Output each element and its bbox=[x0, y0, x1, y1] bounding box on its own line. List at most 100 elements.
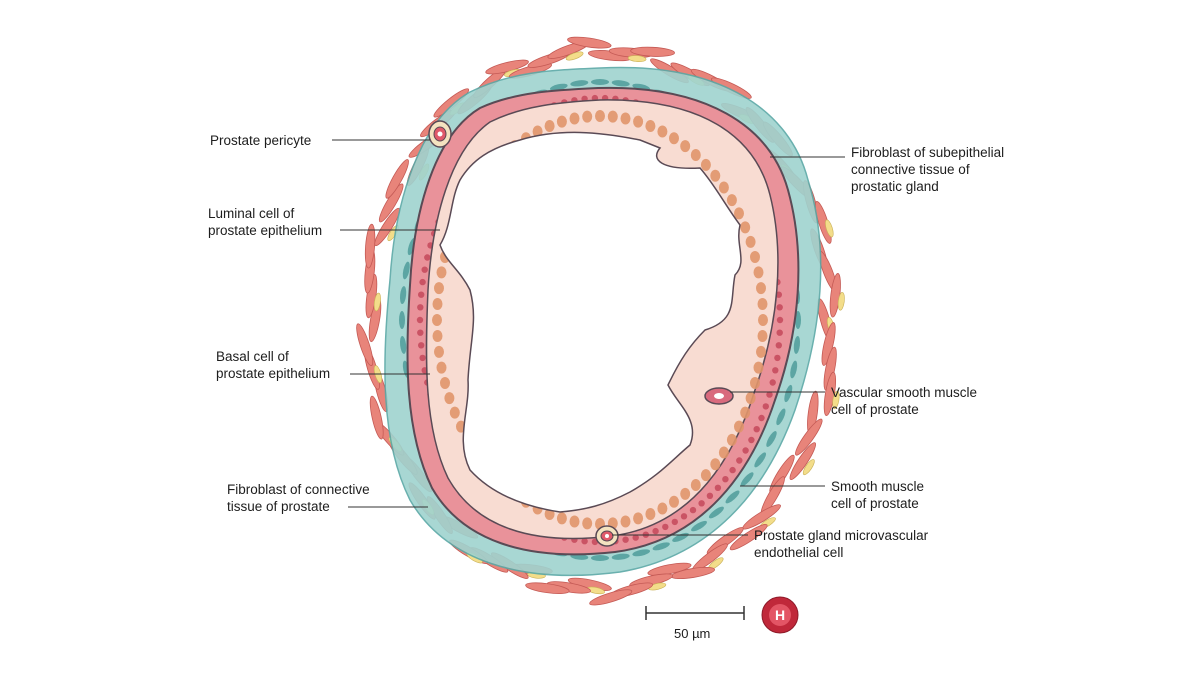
luminal-cell-nucleus bbox=[556, 115, 567, 128]
smooth-muscle-cell bbox=[630, 46, 675, 57]
luminal-cell-nucleus bbox=[633, 512, 644, 525]
stroma-cell bbox=[691, 520, 707, 532]
luminal-cell-nucleus bbox=[432, 314, 442, 326]
fibroblast-cell bbox=[837, 292, 845, 311]
basal-cell-nucleus bbox=[652, 527, 659, 535]
luminal-cell-nucleus bbox=[753, 266, 764, 279]
luminal-cell-nucleus bbox=[556, 512, 567, 525]
label-prostate-pericyte: Prostate pericyte bbox=[210, 133, 312, 148]
stroma-cell bbox=[652, 542, 670, 551]
luminal-cell-nucleus bbox=[690, 149, 701, 161]
smooth-muscle-cell bbox=[356, 323, 374, 367]
basal-cell-nucleus bbox=[776, 329, 783, 336]
basal-cell-nucleus bbox=[419, 354, 426, 362]
luminal-cell-nucleus bbox=[756, 345, 766, 358]
luminal-cell-nucleus bbox=[740, 221, 751, 234]
stroma-cell bbox=[399, 335, 407, 354]
luminal-cell-nucleus bbox=[595, 110, 605, 122]
fibroblast-cell bbox=[565, 51, 584, 61]
stroma-cell bbox=[708, 506, 724, 519]
smooth-muscle-cell bbox=[525, 582, 570, 594]
label-smooth-muscle: Smooth muscle cell of prostate bbox=[831, 479, 925, 511]
stroma-cell bbox=[611, 553, 630, 560]
stroma-cell bbox=[793, 335, 801, 354]
blood-vessels bbox=[428, 120, 734, 547]
stroma-cell bbox=[754, 452, 767, 468]
luminal-cell-nucleus bbox=[436, 361, 447, 374]
luminal-cell-nucleus bbox=[657, 502, 668, 515]
luminal-cell-nucleus bbox=[718, 181, 729, 194]
basal-cell-nucleus bbox=[722, 476, 729, 483]
scale-bar bbox=[645, 606, 745, 620]
label-luminal-cell: Luminal cell of prostate epithelium bbox=[208, 206, 323, 238]
basal-cell-nucleus bbox=[417, 304, 424, 311]
basal-cell-nucleus bbox=[766, 391, 773, 398]
basal-cell-nucleus bbox=[714, 484, 722, 491]
smooth-muscle-cell bbox=[385, 159, 409, 199]
label-basal-cell: Basal cell of prostate epithelium bbox=[216, 349, 331, 381]
scale-bar-label: 50 µm bbox=[674, 626, 711, 641]
smooth-muscle-cell bbox=[729, 523, 768, 551]
basal-cell-nucleus bbox=[698, 500, 705, 507]
basal-cell-nucleus bbox=[689, 506, 697, 514]
smooth-muscle-cell bbox=[369, 395, 384, 440]
basal-cell-nucleus bbox=[581, 538, 588, 545]
basal-cell-nucleus bbox=[776, 304, 783, 311]
luminal-cell-nucleus bbox=[740, 406, 751, 419]
luminal-cell-nucleus bbox=[432, 298, 443, 310]
basal-cell-nucleus bbox=[418, 342, 425, 349]
luminal-cell-nucleus bbox=[569, 515, 580, 528]
stroma-cell bbox=[725, 490, 740, 504]
luminal-cell-nucleus bbox=[750, 251, 760, 263]
smooth-muscle-cell bbox=[378, 183, 404, 223]
fibroblast-cell bbox=[802, 459, 815, 476]
luminal-cell-nucleus bbox=[757, 330, 768, 342]
luminal-cell-nucleus bbox=[734, 207, 744, 220]
basal-cell-nucleus bbox=[706, 492, 714, 499]
stroma-cell bbox=[740, 472, 754, 487]
stroma-cell bbox=[549, 83, 568, 91]
basal-cell-nucleus bbox=[419, 278, 426, 286]
stroma-cell bbox=[399, 286, 407, 305]
luminal-cell-nucleus bbox=[750, 377, 760, 389]
luminal-cell-nucleus bbox=[680, 140, 691, 153]
stroma-cell bbox=[776, 408, 786, 426]
fibroblast-cell bbox=[627, 55, 647, 62]
luminal-cell-nucleus bbox=[734, 420, 744, 433]
luminal-cell-nucleus bbox=[700, 469, 711, 482]
smooth-muscle-cell bbox=[789, 442, 817, 480]
fibroblast-cell bbox=[825, 219, 834, 238]
fibroblast-cell bbox=[832, 390, 840, 410]
basal-cell-nucleus bbox=[748, 436, 755, 444]
luminal-cell-nucleus bbox=[657, 125, 668, 138]
luminal-cell-nucleus bbox=[758, 314, 768, 326]
luminal-cell-nucleus bbox=[633, 115, 644, 128]
basal-cell-nucleus bbox=[417, 329, 424, 336]
basal-cell-nucleus bbox=[774, 354, 781, 362]
luminal-cell-nucleus bbox=[645, 120, 656, 132]
luminal-cell-nucleus bbox=[444, 392, 455, 405]
luminal-cell-nucleus bbox=[436, 266, 447, 279]
basal-cell-nucleus bbox=[418, 291, 425, 298]
smooth-muscle-cell bbox=[567, 36, 612, 49]
basal-cell-nucleus bbox=[772, 367, 779, 374]
luminal-cell-nucleus bbox=[544, 120, 555, 132]
logo-letter: H bbox=[775, 607, 785, 623]
stroma-cell bbox=[402, 261, 410, 280]
fibroblast-cell bbox=[373, 292, 381, 312]
luminal-cell-nucleus bbox=[710, 169, 721, 182]
smooth-muscle-cell bbox=[795, 418, 823, 456]
basal-cell-nucleus bbox=[632, 534, 639, 541]
smooth-muscle-cell bbox=[821, 322, 836, 366]
basal-cell-nucleus bbox=[762, 403, 769, 410]
luminal-cell-nucleus bbox=[756, 282, 766, 295]
luminal-cell-nucleus bbox=[620, 515, 631, 528]
stroma-cell bbox=[570, 80, 589, 87]
luminal-cell-nucleus bbox=[700, 158, 711, 171]
luminal-cell-nucleus bbox=[434, 345, 444, 358]
stroma-cell bbox=[611, 80, 630, 87]
basal-cell-nucleus bbox=[622, 536, 629, 543]
basal-cell-nucleus bbox=[776, 316, 784, 324]
luminal-cell-nucleus bbox=[690, 479, 701, 491]
